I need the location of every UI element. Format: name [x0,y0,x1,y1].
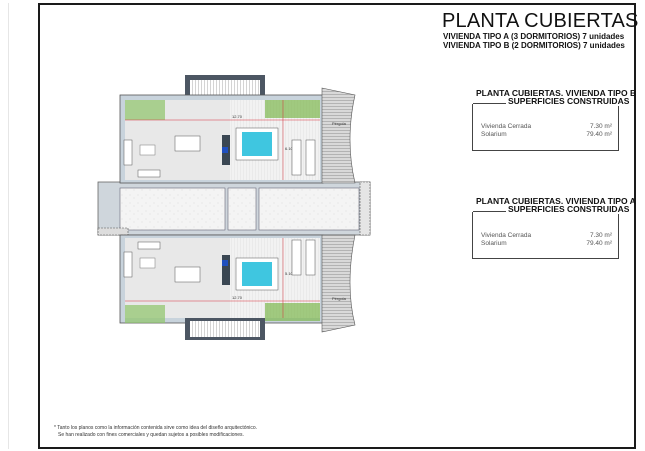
unit-upper-plan: 12.70 6.10 Pérgola [119,75,356,184]
pergola-lower [321,234,356,333]
planter-left [125,100,165,120]
central-corridor [97,181,371,236]
section-title-tipo-b: PLANTA CUBIERTAS. VIVIENDA TIPO B [476,88,637,98]
pergola-label: Pérgola [332,121,347,126]
drawing-frame [38,3,636,449]
dimension-label: 6.10 [285,146,294,151]
jacuzzi-icon [242,132,272,156]
surface-table-title: SUPERFICIES CONSTRUIDAS [506,204,632,214]
subtitle-tipo-a: VIVIENDA TIPO A (3 DORMITORIOS) 7 unidad… [443,32,625,41]
sunbed-icon [291,139,302,176]
surface-table-title: SUPERFICIES CONSTRUIDAS [506,96,632,106]
pergola-label: Pérgola [332,296,347,301]
surface-table-tipo-a: SUPERFICIES CONSTRUIDAS Vivienda Cerrada… [472,204,632,259]
sunbed-icon [305,139,316,176]
page-title: PLANTA CUBIERTAS [442,10,639,32]
disclaimer-line-2: Se han realizado con fines comerciales y… [58,432,244,438]
subtitle-tipo-b: VIVIENDA TIPO B (2 DORMITORIOS) 7 unidad… [443,41,625,50]
dimension-label: 12.70 [232,295,243,300]
dimension-label: 5.10 [285,271,294,276]
dining-table-icon [174,135,201,152]
jacuzzi-icon [242,262,272,286]
surface-table-tipo-b: SUPERFICIES CONSTRUIDAS Vivienda Cerrada… [472,96,632,151]
pergola-upper [321,87,356,184]
section-title-tipo-a: PLANTA CUBIERTAS. VIVIENDA TIPO A [476,196,636,206]
unit-lower-plan: 12.70 5.10 Pérgola [119,234,356,340]
planter-right [265,100,320,118]
disclaimer-line-1: * Tanto los planos como la información c… [54,425,258,431]
dimension-label: 12.70 [232,114,243,119]
